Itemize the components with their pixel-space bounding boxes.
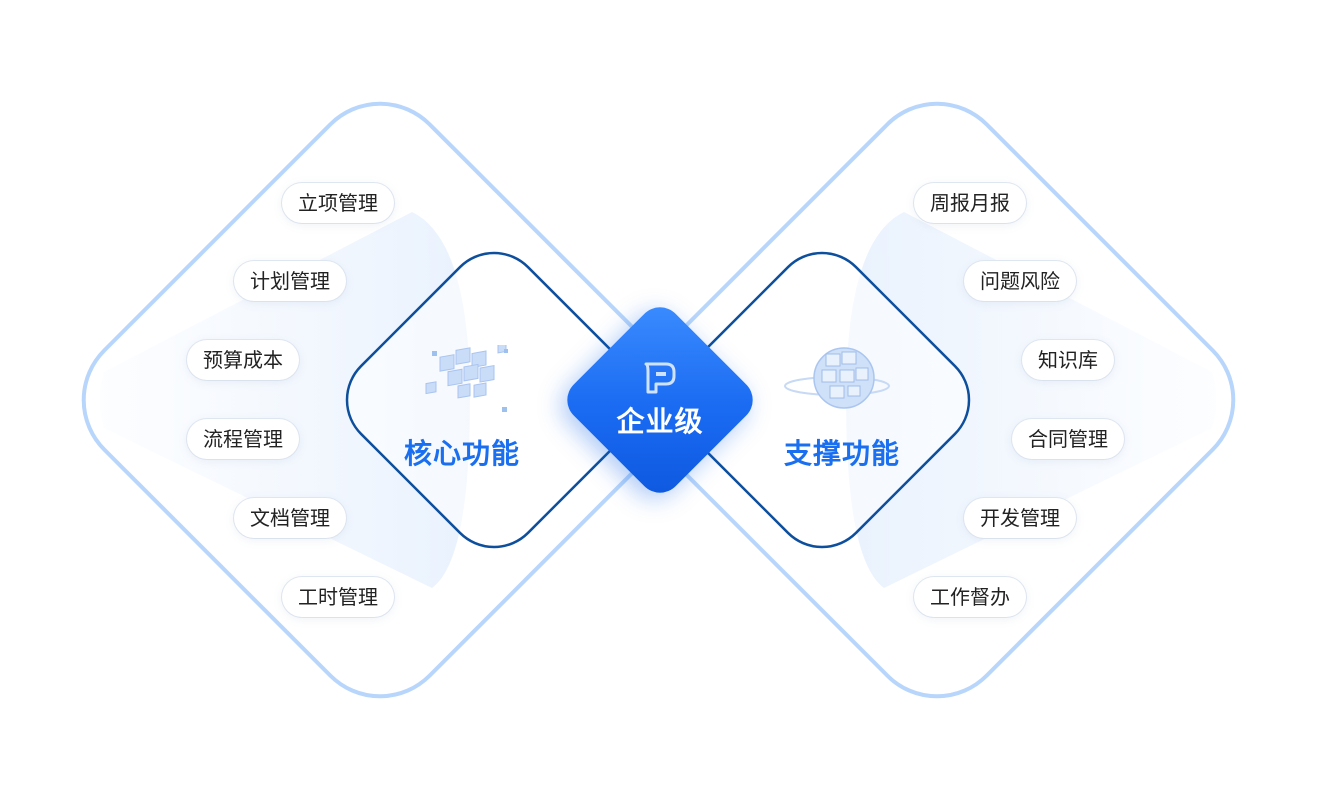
outer-diamond-right [638,101,1236,699]
right-item: 合同管理 [1012,419,1124,459]
right-item: 知识库 [1022,340,1114,380]
right-item: 周报月报 [914,183,1026,223]
inner-diamond-left [345,251,643,549]
right-item: 问题风险 [964,261,1076,301]
left-item: 工时管理 [282,577,394,617]
left-item: 流程管理 [187,419,299,459]
left-item: 计划管理 [234,261,346,301]
left-section-title: 核心功能 [403,437,521,470]
enterprise-logo-icon [644,362,676,394]
right-item: 工作督办 [914,577,1026,617]
left-item: 立项管理 [282,183,394,223]
cube-cluster-icon [425,345,508,412]
inner-diamond-right [673,251,971,549]
fan-left [100,212,470,588]
outer-diamond-left [81,101,679,699]
center-content: 企业级 [560,340,760,460]
fan-right [846,212,1216,588]
right-section-title: 支撑功能 [783,437,901,470]
left-item: 文档管理 [234,498,346,538]
right-item: 开发管理 [964,498,1076,538]
center-label: 企业级 [616,405,704,438]
globe-icon [784,347,890,409]
left-item: 预算成本 [187,340,299,380]
